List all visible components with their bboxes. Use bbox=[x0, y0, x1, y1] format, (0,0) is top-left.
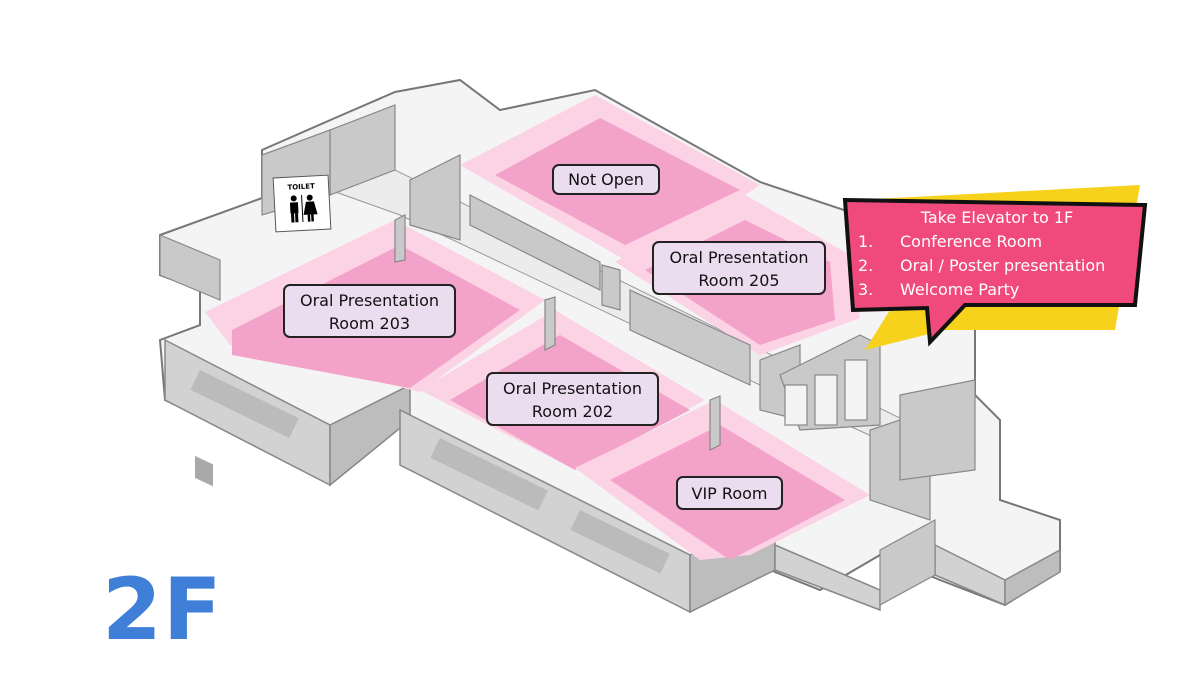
callout-item-text: Oral / Poster presentation bbox=[900, 256, 1106, 275]
stairwell-shafts bbox=[784, 359, 868, 426]
callout-item-number: 3. bbox=[858, 280, 874, 299]
callout-item-text: Welcome Party bbox=[900, 280, 1020, 299]
room-label-205: Oral Presentation Room 205 bbox=[652, 241, 826, 295]
callout-title: Take Elevator to 1F bbox=[920, 208, 1074, 227]
interior-walls bbox=[261, 104, 976, 607]
callout-item: 1. Conference Room bbox=[850, 230, 1122, 254]
restroom-icon bbox=[289, 194, 318, 223]
callout-text: Take Elevator to 1F 1. Conference Room 2… bbox=[850, 206, 1122, 302]
room-label-line: Oral Presentation bbox=[300, 291, 439, 310]
room-label-not-open: Not Open bbox=[552, 164, 660, 195]
toilet-sign: TOILET bbox=[272, 174, 332, 233]
room-label-line: Oral Presentation bbox=[669, 248, 809, 267]
room-label-line: VIP Room bbox=[691, 484, 768, 503]
room-label-line: Room 205 bbox=[698, 271, 780, 290]
room-label-line: Not Open bbox=[568, 170, 644, 189]
callout-item: 2. Oral / Poster presentation bbox=[850, 254, 1122, 278]
room-label-line: Oral Presentation bbox=[503, 379, 642, 398]
callout-item: 3. Welcome Party bbox=[850, 278, 1122, 302]
callout-item-number: 1. bbox=[858, 232, 874, 251]
floor-label: 2F bbox=[102, 560, 223, 660]
callout-item-text: Conference Room bbox=[900, 232, 1043, 251]
room-label-202: Oral Presentation Room 202 bbox=[486, 372, 659, 426]
room-label-vip: VIP Room bbox=[676, 476, 783, 510]
callout-shape bbox=[842, 197, 1148, 347]
room-label-line: Room 202 bbox=[531, 402, 614, 421]
room-label-203: Oral Presentation Room 203 bbox=[283, 284, 456, 338]
callout-bubble bbox=[842, 185, 1148, 350]
callout-item-number: 2. bbox=[858, 256, 874, 275]
room-label-line: Room 203 bbox=[328, 314, 411, 333]
